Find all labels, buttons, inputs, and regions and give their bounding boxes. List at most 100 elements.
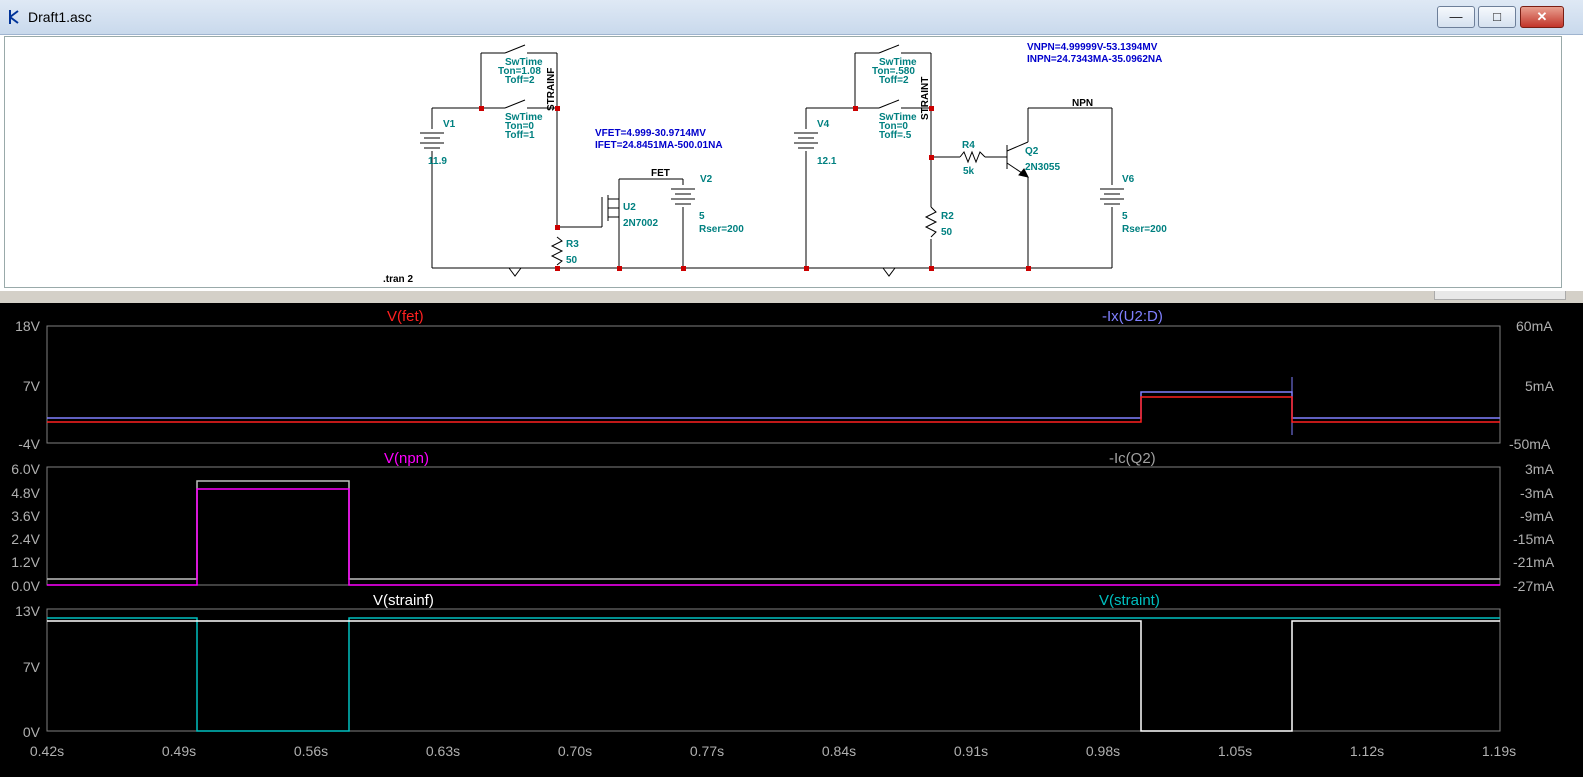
- right-switch-top-p2: Toff=2: [879, 75, 909, 86]
- window-titlebar[interactable]: Draft1.asc — □ ✕: [0, 0, 1583, 35]
- v6-name: V6: [1122, 174, 1135, 185]
- pane1-right-tick: 60mA: [1516, 318, 1553, 334]
- pane1-right-tick: 5mA: [1525, 378, 1554, 394]
- pane2-right-tick: -15mA: [1513, 531, 1555, 547]
- r4-name: R4: [962, 140, 975, 151]
- waveform-canvas[interactable]: V(fet) -Ix(U2:D) V(npn) -Ic(Q2) V(strain…: [0, 303, 1583, 777]
- v2-value: 5: [699, 211, 705, 222]
- x-tick: 0.98s: [1086, 743, 1120, 759]
- right-switch-top[interactable]: [878, 44, 901, 55]
- x-tick: 0.42s: [30, 743, 64, 759]
- x-tick: 0.49s: [162, 743, 196, 759]
- tran-directive: .tran 2: [383, 274, 413, 285]
- maximize-button[interactable]: □: [1478, 6, 1516, 28]
- pane2-right-tick: -9mA: [1520, 508, 1554, 524]
- right-switch-top-p1: Ton=.580: [872, 66, 915, 77]
- v4-value: 12.1: [817, 156, 837, 167]
- trace-name-v-straint[interactable]: V(straint): [1099, 592, 1160, 609]
- pane2-right-tick: -21mA: [1513, 554, 1555, 570]
- pane3-left-tick: 13V: [15, 603, 41, 619]
- q2-name: Q2: [1025, 146, 1039, 157]
- trace-name-ix-u2d[interactable]: -Ix(U2:D): [1102, 308, 1163, 325]
- trace-v-fet: [47, 396, 1500, 423]
- trace-ic-q2: [47, 480, 1500, 580]
- pane1-left-tick: 7V: [23, 378, 41, 394]
- left-switch-bottom[interactable]: [504, 99, 527, 110]
- maximize-icon: □: [1493, 9, 1501, 24]
- close-button[interactable]: ✕: [1520, 6, 1564, 28]
- pane2-right-tick: -27mA: [1513, 578, 1555, 594]
- battery-v2-icon[interactable]: [671, 185, 695, 207]
- npn-q2-icon[interactable]: [1006, 141, 1029, 178]
- trace-name-v-npn[interactable]: V(npn): [384, 450, 429, 467]
- left-switch-top-p2: Toff=2: [505, 75, 535, 86]
- left-switch-top-name: SwTime: [505, 57, 543, 68]
- splitter-tabs: [1434, 291, 1566, 300]
- minimize-icon: —: [1449, 9, 1463, 24]
- battery-v6-icon[interactable]: [1100, 185, 1124, 207]
- x-tick: 0.56s: [294, 743, 328, 759]
- left-switch-bottom-p1: Ton=0: [505, 121, 534, 132]
- fet-meas-line1: VFET=4.999-30.9714MV: [595, 128, 706, 139]
- x-tick: 0.84s: [822, 743, 856, 759]
- ground-icon: [508, 267, 522, 277]
- pane2-frame: [46, 466, 1501, 586]
- pane2-left-tick: 1.2V: [11, 554, 40, 570]
- pane1-left-tick: -4V: [18, 436, 40, 452]
- resistor-r3-icon[interactable]: [550, 236, 564, 266]
- pane2-left-tick: 0.0V: [11, 578, 40, 594]
- junction-dots: [479, 106, 1031, 271]
- resistor-r2-icon[interactable]: [924, 206, 938, 239]
- right-switch-bottom-p1: Ton=0: [879, 121, 908, 132]
- trace-ix-u2d: [47, 391, 1500, 419]
- trace-v-strainf: [47, 620, 1500, 732]
- trace-name-v-fet[interactable]: V(fet): [387, 308, 424, 325]
- v6-rser: Rser=200: [1122, 224, 1167, 235]
- r4-value: 5k: [963, 166, 975, 177]
- v2-rser: Rser=200: [699, 224, 744, 235]
- mosfet-u2-icon[interactable]: [601, 195, 620, 227]
- v4-name: V4: [817, 119, 830, 130]
- window-title: Draft1.asc: [28, 9, 92, 25]
- trace-name-v-strainf[interactable]: V(strainf): [373, 592, 434, 609]
- schematic-pane[interactable]: SwTime Ton=1.08 Toff=2 SwTime Ton=0 Toff…: [4, 36, 1562, 288]
- ground-icon: [882, 267, 896, 277]
- pane2-right-tick: 3mA: [1525, 461, 1554, 477]
- battery-v1-icon[interactable]: [420, 129, 444, 151]
- npn-meas-line1: VNPN=4.99999V-53.1394MV: [1027, 42, 1158, 53]
- u2-model: 2N7002: [623, 218, 658, 229]
- left-switch-top[interactable]: [504, 44, 527, 55]
- pane1-right-tick: -50mA: [1509, 436, 1551, 452]
- pane3-frame: [46, 608, 1501, 732]
- ltspice-app-icon: [9, 10, 19, 24]
- v1-value: 11.9: [428, 156, 447, 167]
- fet-meas-line2: IFET=24.8451MA-500.01NA: [595, 140, 723, 151]
- right-switch-bottom[interactable]: [878, 99, 901, 110]
- trace-name-ic-q2[interactable]: -Ic(Q2): [1109, 450, 1156, 467]
- schematic-canvas[interactable]: SwTime Ton=1.08 Toff=2 SwTime Ton=0 Toff…: [5, 37, 1561, 287]
- x-tick: 0.77s: [690, 743, 724, 759]
- trace-v-npn: [47, 488, 1500, 586]
- x-tick: 1.19s: [1482, 743, 1516, 759]
- pane2-left-tick: 6.0V: [11, 461, 40, 477]
- battery-v4-icon[interactable]: [794, 129, 818, 151]
- resistor-r4-icon[interactable]: [959, 150, 986, 164]
- minimize-button[interactable]: —: [1437, 6, 1475, 28]
- pane3-left-tick: 0V: [23, 724, 41, 740]
- r3-name: R3: [566, 239, 579, 250]
- x-tick: 0.63s: [426, 743, 460, 759]
- x-tick: 1.05s: [1218, 743, 1252, 759]
- pane1-frame: [46, 325, 1501, 444]
- right-switch-top-name: SwTime: [879, 57, 917, 68]
- u2-name: U2: [623, 202, 636, 213]
- v6-value: 5: [1122, 211, 1128, 222]
- pane2-left-tick: 3.6V: [11, 508, 40, 524]
- close-icon: ✕: [1536, 9, 1548, 24]
- r2-value: 50: [941, 227, 953, 238]
- waveform-viewer[interactable]: V(fet) -Ix(U2:D) V(npn) -Ic(Q2) V(strain…: [0, 303, 1583, 777]
- x-tick: 0.70s: [558, 743, 592, 759]
- left-switch-bottom-name: SwTime: [505, 112, 543, 123]
- left-switch-top-p1: Ton=1.08: [498, 66, 541, 77]
- pane-splitter[interactable]: [0, 291, 1583, 303]
- pane1-left-tick: 18V: [15, 318, 41, 334]
